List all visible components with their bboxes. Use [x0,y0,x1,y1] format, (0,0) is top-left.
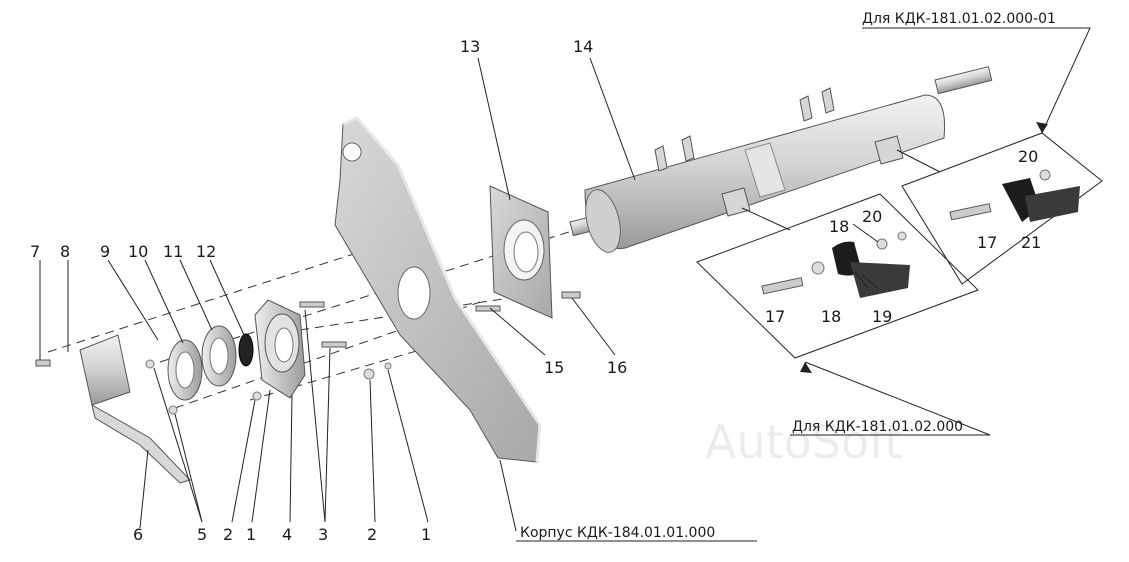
label-8: 8 [60,242,70,261]
label-21: 21 [1021,233,1041,252]
housing-plate [334,116,542,463]
label-1-right: 1 [421,525,431,544]
label-3: 3 [318,525,328,544]
rings-parts-9-11 [167,325,237,401]
caption-variant-000: Для КДК-181.01.02.000 [792,419,963,435]
label-2-right: 2 [367,525,377,544]
bearing-housing-part-4 [254,299,306,399]
label-14: 14 [573,37,593,56]
label-11: 11 [163,242,183,261]
label-16: 16 [607,358,627,377]
label-20-box-a: 20 [862,207,882,226]
label-10: 10 [128,242,148,261]
label-17-box-a: 17 [765,307,785,326]
flange-part-13 [489,185,553,319]
label-1-left: 1 [246,525,256,544]
guard-part-8 [79,334,191,484]
fasteners [145,291,581,415]
seal-part-12 [238,333,254,367]
label-15: 15 [544,358,564,377]
label-6: 6 [133,525,143,544]
label-13: 13 [460,37,480,56]
label-5: 5 [197,525,207,544]
caption-housing: Корпус КДК-184.01.01.000 [520,525,715,541]
shaft-assembly-part-14 [569,66,993,253]
label-18-box-a-top: 18 [829,217,849,236]
inset-box-variant-000 [696,193,979,359]
leader-lines [39,27,1091,542]
label-9: 9 [100,242,110,261]
label-4: 4 [282,525,292,544]
inset-box-variant-001 [901,132,1103,285]
axis-line-lower [174,301,481,409]
label-19: 19 [872,307,892,326]
watermark-text: AutoSoft [705,415,903,469]
label-2-left: 2 [223,525,233,544]
caption-variant-001: Для КДК-181.01.02.000-01 [862,11,1056,27]
label-20-box-b: 20 [1018,147,1038,166]
label-12: 12 [196,242,216,261]
label-17-box-b: 17 [977,233,997,252]
screw-part-7 [35,359,51,367]
label-18-box-a-bottom: 18 [821,307,841,326]
label-7: 7 [30,242,40,261]
